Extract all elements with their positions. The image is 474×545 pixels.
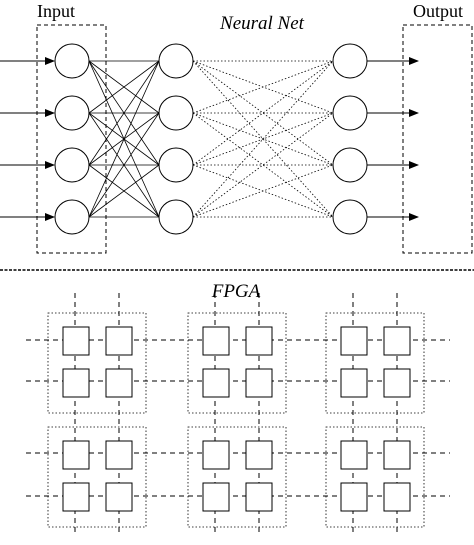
fpga-cell [105,326,133,356]
fpga-logic-block [47,426,147,528]
connection-input-hidden [88,60,160,166]
output-box [402,24,473,254]
neuron-node [332,43,368,79]
neuron-node [158,147,194,183]
fpga-grid [26,293,450,535]
fpga-cell [62,482,90,512]
connection-hidden-hidden [192,60,334,114]
connection-hidden-hidden [192,112,334,218]
fpga-title: FPGA [211,281,261,302]
fpga-cell [202,482,230,512]
fpga-cell [340,326,368,356]
fpga-cell [340,368,368,398]
fpga-cell [383,368,411,398]
fpga-logic-block [325,426,425,528]
neuron-node [54,95,90,131]
connection-hidden-hidden [192,60,334,166]
connection-input-hidden [88,60,160,114]
fpga-logic-block [47,312,147,414]
fpga-logic-block [187,312,287,414]
fpga-cell [245,368,273,398]
neural-net-title: Neural Net [219,13,305,34]
fpga-cell [105,368,133,398]
fpga-cell [383,440,411,470]
neuron-node [54,43,90,79]
neuron-node [54,147,90,183]
fpga-cell [62,326,90,356]
fpga-cell [202,326,230,356]
fpga-cell [245,482,273,512]
connection-input-hidden [88,164,160,218]
fpga-cell [340,482,368,512]
neuron-node [158,95,194,131]
fpga-cell [62,368,90,398]
fpga-cell [202,440,230,470]
fpga-cell [105,440,133,470]
fpga-logic-block [325,312,425,414]
fpga-cell [383,482,411,512]
neural-network [0,24,473,254]
neuron-node [332,199,368,235]
fpga-cell [62,440,90,470]
connection-hidden-hidden [192,164,334,218]
neuron-node [158,199,194,235]
connection-hidden-hidden [192,112,334,218]
fpga-cell [340,440,368,470]
input-label: Input [37,1,75,21]
fpga-cell [245,326,273,356]
output-label: Output [413,1,463,21]
fpga-cell [245,440,273,470]
fpga-cell [202,368,230,398]
neuron-node [54,199,90,235]
neuron-node [158,43,194,79]
connection-hidden-hidden [192,112,334,166]
neuron-node [332,95,368,131]
connection-input-hidden [88,112,160,218]
fpga-cell [105,482,133,512]
connection-hidden-hidden [192,60,334,166]
input-box [36,24,107,254]
fpga-cell [383,326,411,356]
neuron-node [332,147,368,183]
fpga-logic-block [187,426,287,528]
connection-input-hidden [88,60,160,218]
